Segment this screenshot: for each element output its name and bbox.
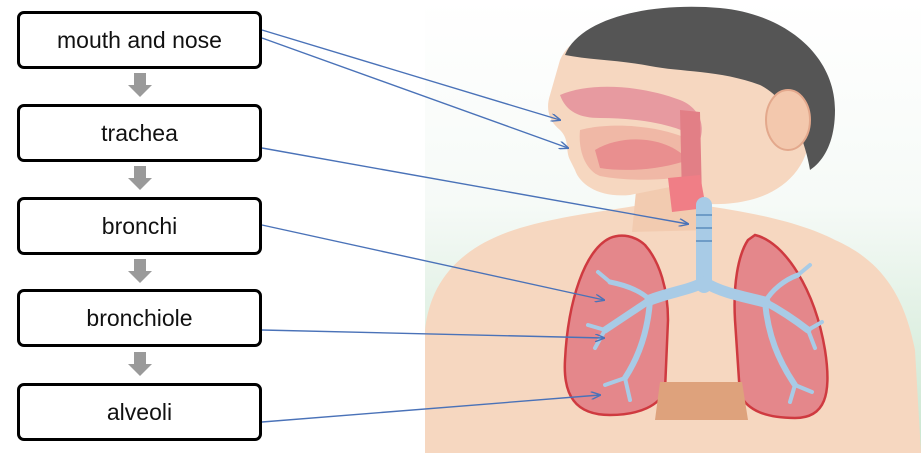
flow-step-bronchiole: bronchiole — [17, 289, 262, 347]
ear — [766, 90, 810, 150]
down-arrow-icon — [128, 166, 152, 190]
flow-step-bronchi: bronchi — [17, 197, 262, 255]
flow-step-mouth-and-nose: mouth and nose — [17, 11, 262, 69]
down-arrow-icon — [128, 352, 152, 376]
diaphragm — [655, 382, 748, 420]
flow-step-alveoli: alveoli — [17, 383, 262, 441]
down-arrow-icon — [128, 73, 152, 97]
flow-step-trachea: trachea — [17, 104, 262, 162]
down-arrow-icon — [128, 259, 152, 283]
